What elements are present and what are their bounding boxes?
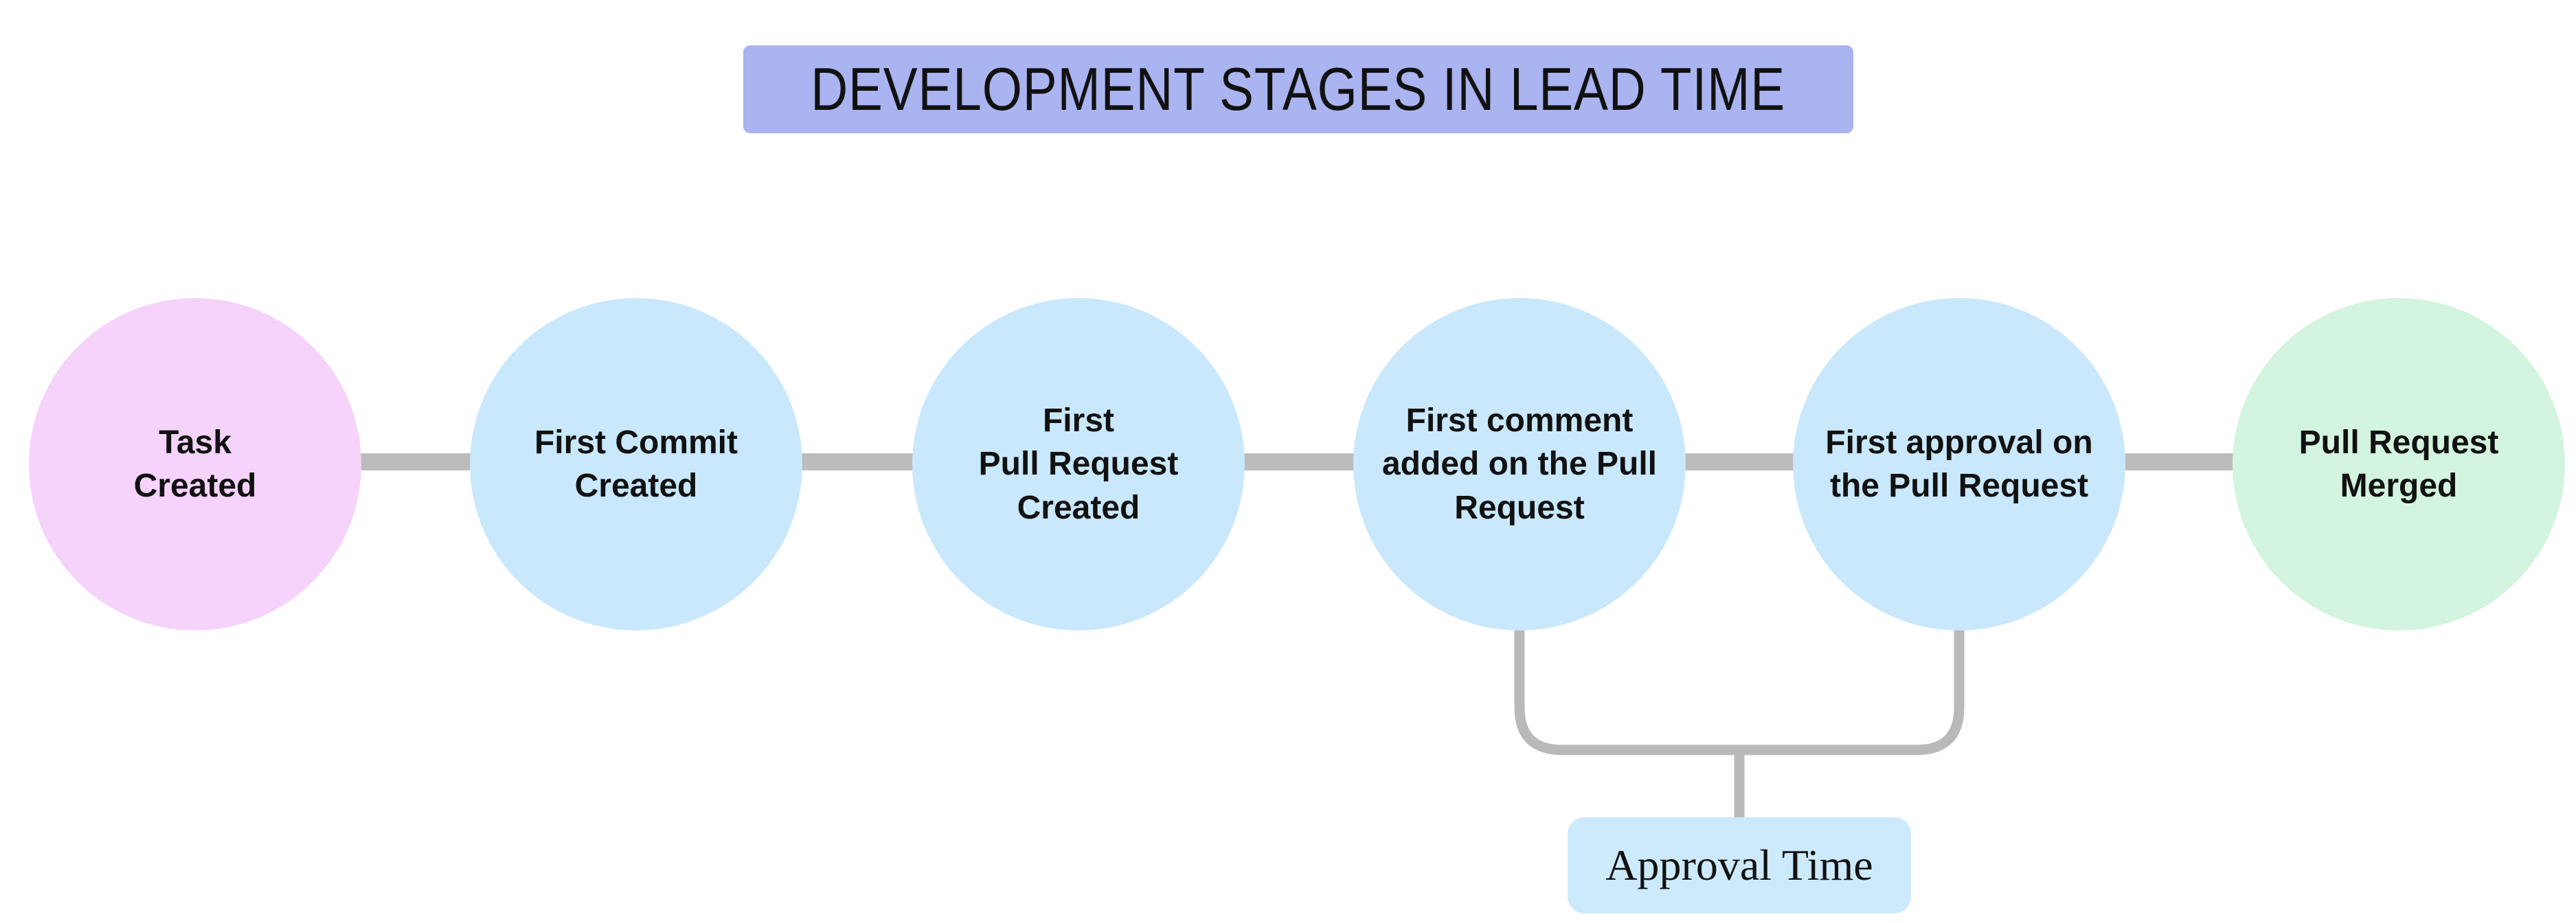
stage-circle-first-commit-created: First Commit Created [470,298,802,630]
stage-label: First Pull Request Created [978,402,1179,526]
approval-time-text: Approval Time [1605,841,1873,889]
diagram-title-box: DEVELOPMENT STAGES IN LEAD TIME [743,45,1853,133]
stage-label: Pull Request Merged [2298,424,2499,504]
stage-label: Task Created [133,424,257,504]
approval-bracket-path [1514,626,1965,755]
stage-circle-first-comment-added: First comment added on the Pull Request [1353,298,1686,630]
stage-label: First Commit Created [534,424,738,504]
stage-label: First approval on the Pull Request [1825,424,2093,504]
stage-circle-first-approval: First approval on the Pull Request [1793,298,2125,630]
stage-circle-first-pull-request-created: First Pull Request Created [912,298,1245,630]
diagram-title: DEVELOPMENT STAGES IN LEAD TIME [811,55,1786,123]
stage-label: First comment added on the Pull Request [1381,402,1657,526]
approval-time-label: Approval Time [1568,817,1911,913]
stage-circle-task-created: Task Created [29,298,361,630]
stage-circle-pull-request-merged: Pull Request Merged [2233,298,2565,630]
